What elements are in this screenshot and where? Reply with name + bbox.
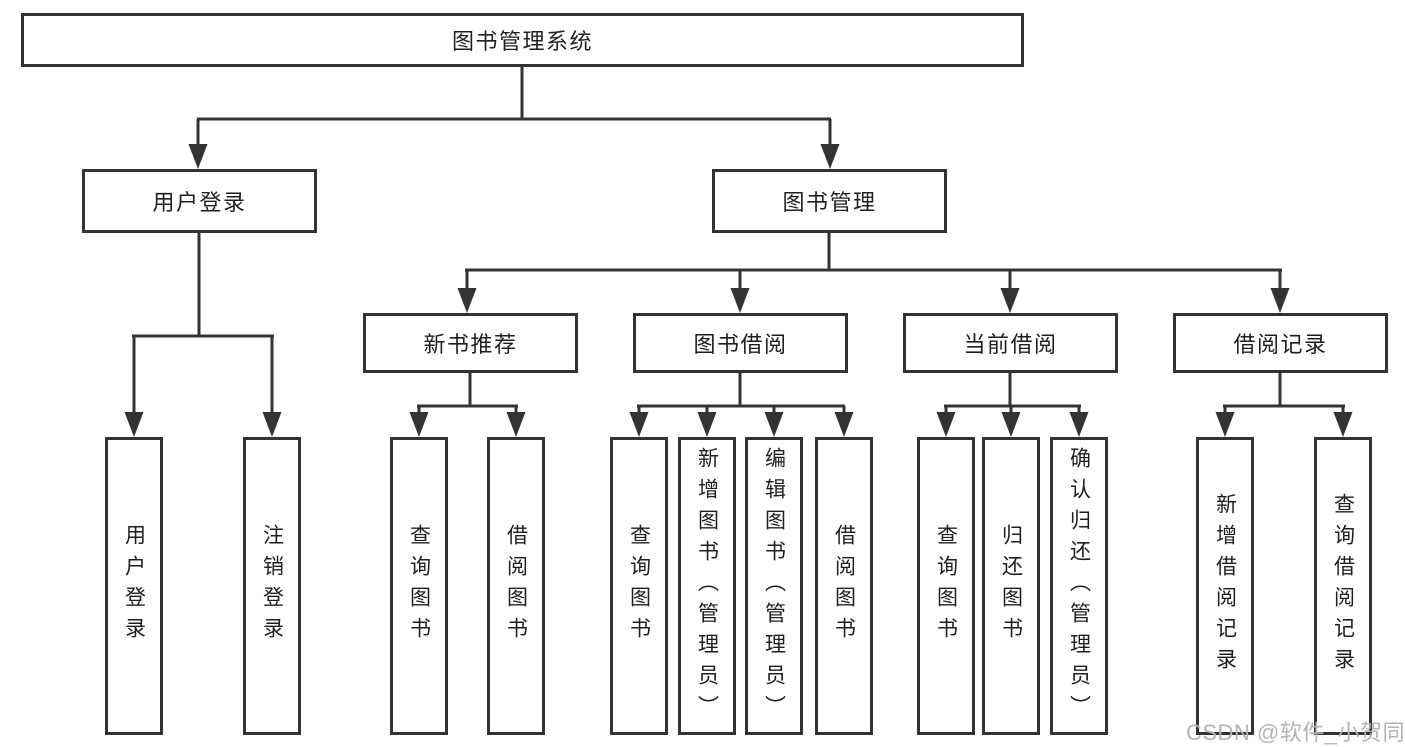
arrowhead-icon: [188, 144, 208, 169]
leaf-add-borrow-record: 新增借阅记录: [1196, 437, 1254, 735]
arrowhead-icon: [730, 288, 750, 313]
node-user-login: 用户登录: [82, 169, 317, 233]
node-label: 新书推荐: [423, 332, 518, 357]
leaf-label: 用户登录: [122, 524, 146, 648]
arrowhead-icon: [262, 412, 282, 437]
node-label: 图书借阅: [693, 332, 788, 357]
leaf-label: 借阅图书: [832, 524, 856, 648]
node-label: 借阅记录: [1233, 332, 1328, 357]
arrowhead-icon: [457, 288, 477, 313]
arrowhead-icon: [697, 412, 717, 437]
leaf-query-books-1: 查询图书: [390, 437, 448, 735]
arrowhead-icon: [1333, 412, 1353, 437]
leaf-label: 新增图书（管理员）: [695, 446, 719, 726]
arrowhead-icon: [820, 144, 840, 169]
csdn-watermark: CSDN @软件_小贺同学: [1186, 720, 1405, 745]
leaf-borrow-books-2: 借阅图书: [815, 437, 873, 735]
leaf-label: 新增借阅记录: [1213, 493, 1237, 679]
leaf-add-books-admin: 新增图书（管理员）: [678, 437, 736, 735]
leaf-user-login: 用户登录: [105, 437, 163, 735]
arrowhead-icon: [409, 412, 429, 437]
leaf-label: 查询图书: [407, 524, 431, 648]
arrowhead-icon: [506, 412, 526, 437]
arrowhead-icon: [936, 412, 956, 437]
leaf-query-borrow-record: 查询借阅记录: [1314, 437, 1372, 735]
leaf-logout: 注销登录: [243, 437, 301, 735]
node-current-borrowing: 当前借阅: [903, 313, 1118, 373]
node-book-borrowing: 图书借阅: [633, 313, 848, 373]
arrowhead-icon: [1000, 288, 1020, 313]
leaf-return-books: 归还图书: [982, 437, 1040, 735]
node-label: 当前借阅: [963, 332, 1058, 357]
arrowhead-icon: [1270, 288, 1290, 313]
node-book-management: 图书管理: [712, 169, 947, 233]
arrowhead-icon: [124, 412, 144, 437]
leaf-label: 查询借阅记录: [1331, 493, 1355, 679]
node-label: 图书管理系统: [451, 29, 593, 54]
leaf-query-books-2: 查询图书: [610, 437, 668, 735]
arrowhead-icon: [1069, 412, 1089, 437]
leaf-edit-books-admin: 编辑图书（管理员）: [745, 437, 803, 735]
leaf-label: 借阅图书: [504, 524, 528, 648]
leaf-label: 归还图书: [999, 524, 1023, 648]
node-label: 用户登录: [152, 190, 247, 215]
node-library-system: 图书管理系统: [21, 13, 1024, 67]
leaf-label: 注销登录: [260, 524, 284, 648]
leaf-query-books-3: 查询图书: [917, 437, 975, 735]
leaf-confirm-return-admin: 确认归还（管理员）: [1050, 437, 1108, 735]
arrowhead-icon: [834, 412, 854, 437]
leaf-label: 查询图书: [627, 524, 651, 648]
node-borrow-records: 借阅记录: [1173, 313, 1388, 373]
leaf-borrow-books-1: 借阅图书: [487, 437, 545, 735]
node-label: 图书管理: [782, 190, 877, 215]
node-new-book-recommend: 新书推荐: [363, 313, 578, 373]
arrowhead-icon: [764, 412, 784, 437]
arrowhead-icon: [1215, 412, 1235, 437]
leaf-label: 编辑图书（管理员）: [762, 446, 786, 726]
arrowhead-icon: [629, 412, 649, 437]
leaf-label: 确认归还（管理员）: [1067, 446, 1091, 726]
leaf-label: 查询图书: [934, 524, 958, 648]
arrowhead-icon: [1001, 412, 1021, 437]
